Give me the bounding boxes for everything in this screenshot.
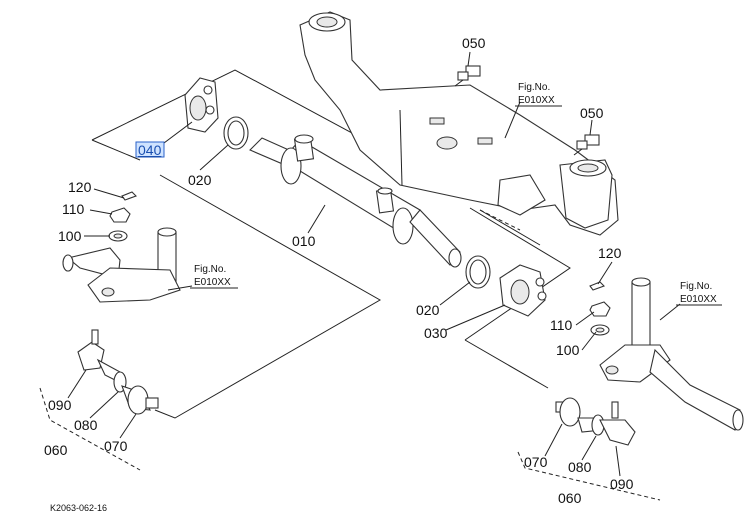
callout-080-right: 080 — [568, 459, 592, 475]
steering-cylinder-010 — [249, 134, 462, 268]
callout-050-top: 050 — [462, 35, 486, 51]
callout-110-right: 110 — [550, 317, 573, 333]
callout-100-left: 100 — [58, 228, 82, 244]
callout-070-left: 070 — [104, 438, 128, 454]
callout-110-left: 110 — [62, 201, 85, 217]
knuckle-arm-right — [599, 277, 744, 431]
callout-120-right: 120 — [598, 245, 622, 261]
callout-040-highlight — [135, 141, 165, 158]
callout-labels: 050 050 040 020 010 120 110 100 020 030 … — [44, 35, 634, 506]
knuckle-arm-left — [62, 227, 181, 303]
callout-020-left: 020 — [188, 172, 212, 188]
bolt-050-top — [454, 65, 481, 87]
pin-nut-washer-right — [589, 281, 611, 336]
o-ring-020-right — [465, 255, 491, 289]
fig-ref-left-label: Fig.No. — [194, 264, 226, 275]
callout-090-left: 090 — [48, 397, 72, 413]
fig-ref-right-label: Fig.No. — [680, 281, 712, 292]
callout-100-right: 100 — [556, 342, 580, 358]
tie-rod-right — [555, 397, 636, 446]
callout-080-left: 080 — [74, 417, 98, 433]
axle-housing — [299, 11, 619, 236]
fig-ref-right[interactable]: Fig.No. E010XX — [676, 281, 722, 306]
fig-ref-left-number: E010XX — [194, 277, 231, 288]
callout-030: 030 — [424, 325, 448, 341]
callout-060-left: 060 — [44, 442, 68, 458]
bracket-060-right — [517, 451, 661, 501]
callout-040[interactable]: 040 — [138, 142, 162, 158]
footer-code: K2063-062-16 — [50, 503, 107, 513]
bolt-050-right — [573, 134, 600, 156]
fig-ref-top-number: E010XX — [518, 95, 555, 106]
callout-010: 010 — [292, 233, 316, 249]
tie-rod-left — [77, 329, 159, 415]
callout-020-right: 020 — [416, 302, 440, 318]
bracket-030 — [499, 264, 547, 317]
leader-lines — [67, 51, 681, 477]
fig-ref-top-label: Fig.No. — [518, 82, 550, 93]
fig-ref-right-number: E010XX — [680, 294, 717, 305]
callout-070-right: 070 — [524, 454, 548, 470]
fig-ref-left[interactable]: Fig.No. E010XX — [190, 264, 238, 289]
callout-050-right: 050 — [580, 105, 604, 121]
pin-nut-washer-left — [108, 191, 137, 242]
callout-060-right: 060 — [558, 490, 582, 506]
group-outline-right — [464, 207, 571, 389]
callout-120-left: 120 — [68, 179, 92, 195]
fig-ref-top[interactable]: Fig.No. E010XX — [515, 82, 562, 107]
callout-090-right: 090 — [610, 476, 634, 492]
bracket-040 — [184, 77, 219, 133]
o-ring-020-left — [223, 116, 249, 150]
